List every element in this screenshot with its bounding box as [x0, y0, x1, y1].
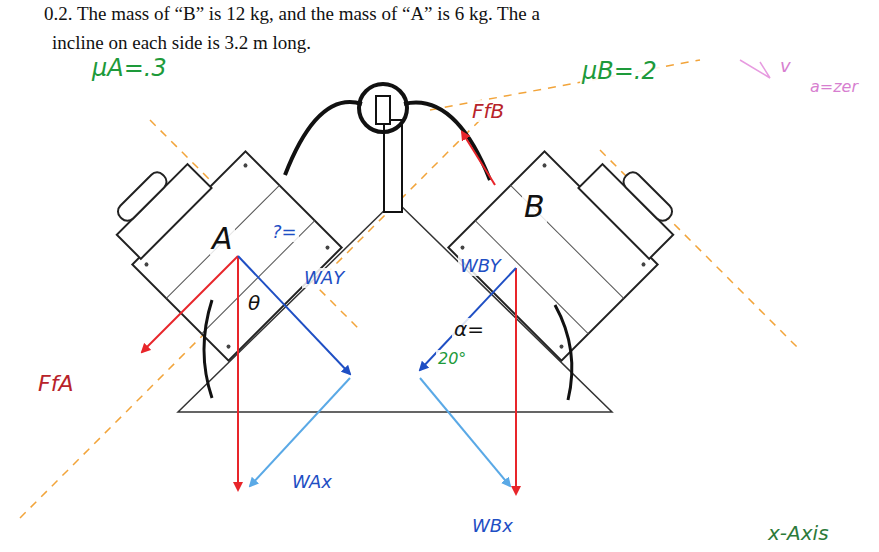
component-label: WAx [290, 472, 334, 492]
angle-value: ?= [270, 222, 299, 242]
block-b [448, 116, 693, 361]
angle-label: α= [452, 318, 486, 340]
acceleration-note: a=zer [808, 78, 860, 96]
velocity-arrow [740, 60, 770, 78]
rope [285, 102, 362, 175]
normal-component [238, 256, 350, 374]
problem-text: 0.2. The mass of “B” is 12 kg, and the m… [44, 4, 540, 25]
angle-label: θ [246, 292, 262, 314]
parallel-component [250, 378, 350, 486]
friction-vector [462, 132, 495, 185]
friction-coefficient: μA=.3 [90, 55, 169, 81]
parallel-component [420, 378, 510, 486]
angle-arc [204, 300, 212, 398]
component-label: WBx [470, 516, 515, 536]
pulley-post [384, 120, 402, 212]
problem-text: incline on each side is 3.2 m long. [52, 33, 311, 54]
block-label: B [522, 190, 547, 223]
pulley-wheel [359, 84, 407, 132]
axis-lines [20, 60, 800, 518]
weight-vector [237, 256, 239, 490]
weight-vector [515, 268, 517, 494]
force-label: FfA [36, 372, 75, 396]
component-label: WAY [302, 268, 346, 288]
pulley-axle [376, 96, 390, 124]
angle-value: 20° [436, 350, 468, 368]
block-label: A [210, 222, 235, 255]
friction-vector [142, 256, 238, 352]
component-label: WBY [458, 256, 503, 276]
velocity-label: v [778, 56, 793, 76]
normal-component [420, 268, 516, 370]
block-a [97, 116, 342, 361]
force-label: FfB [470, 100, 506, 122]
axis-label: x-Axis [766, 522, 831, 544]
friction-coefficient: μB=.2 [580, 58, 659, 84]
angle-arc [555, 305, 572, 400]
